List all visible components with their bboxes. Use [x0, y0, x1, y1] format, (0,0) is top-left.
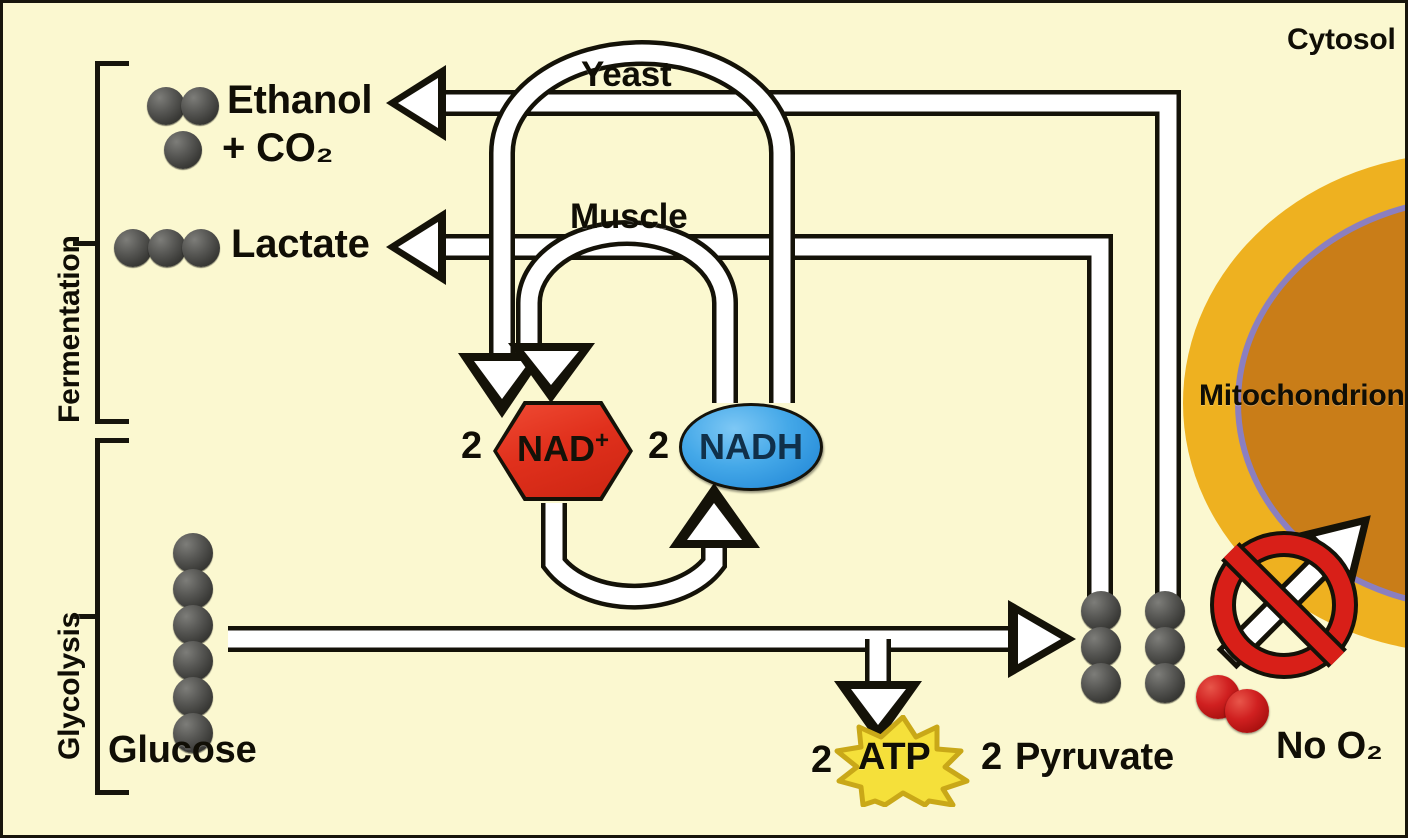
pyruvate-1-carbon-2	[1081, 627, 1121, 667]
nad-plus-text: NAD	[516, 428, 595, 469]
pyruvate-label: Pyruvate	[1015, 736, 1174, 778]
nad-plus-label: NAD+	[493, 429, 633, 467]
glycolysis-label: Glycolysis	[53, 611, 86, 760]
yeast-nadh-arch-arrow	[458, 40, 795, 418]
lactate-carbon-1	[114, 229, 152, 267]
oxygen-atom-2	[1225, 689, 1269, 733]
nad-cycle-arrow	[541, 483, 760, 610]
co2-label: + CO₂	[222, 126, 334, 170]
ethanol-carbon-2	[181, 87, 219, 125]
ethanol-label: Ethanol	[227, 78, 373, 122]
cytosol-label: Cytosol	[1287, 23, 1396, 56]
glucose-carbon-1	[173, 533, 213, 573]
atp-burst-shape	[834, 715, 970, 807]
lactate-label: Lactate	[231, 222, 370, 266]
bracket-glycolysis	[95, 438, 129, 795]
nadh-count: 2	[648, 425, 669, 467]
lactate-carbon-3	[182, 229, 220, 267]
yeast-return-arrow	[386, 65, 1181, 603]
muscle-nadh-arch-arrow	[508, 220, 738, 403]
glucose-carbon-3	[173, 605, 213, 645]
fermentation-label: Fermentation	[53, 235, 86, 423]
pyruvate-count: 2	[981, 736, 1002, 778]
muscle-label: Muscle	[570, 197, 688, 236]
nad-plus-superscript: +	[594, 427, 609, 454]
bracket-fermentation	[95, 61, 129, 424]
atp-count: 2	[811, 739, 832, 781]
yeast-label: Yeast	[581, 55, 672, 94]
glucose-carbon-2	[173, 569, 213, 609]
atp-branch-arrow	[834, 639, 922, 743]
glucose-carbon-4	[173, 641, 213, 681]
pyruvate-2-carbon-2	[1145, 627, 1185, 667]
diagram-artwork: .pipe-k{fill:none;stroke:#141208;stroke-…	[228, 40, 1405, 743]
pyruvate-1-carbon-1	[1081, 591, 1121, 631]
nadh-shape	[679, 403, 823, 491]
pyruvate-1-carbon-3	[1081, 663, 1121, 703]
atp-label: ATP	[858, 736, 931, 778]
glucose-label: Glucose	[108, 729, 257, 771]
glucose-carbon-6	[173, 713, 213, 753]
nadh-label: NADH	[699, 426, 803, 467]
bracket-fermentation-tick	[73, 241, 95, 246]
ethanol-carbon-1	[147, 87, 185, 125]
nad-plus-count: 2	[461, 425, 482, 467]
pyruvate-2-carbon-1	[1145, 591, 1185, 631]
co2-carbon-1	[164, 131, 202, 169]
pyruvate-2-carbon-3	[1145, 663, 1185, 703]
glycolysis-main-arrow	[228, 600, 1076, 678]
bracket-glycolysis-tick	[73, 614, 95, 619]
no-oxygen-label: No O₂	[1276, 725, 1383, 767]
blocked-transport-arrow	[1210, 515, 1371, 679]
nad-plus-shape	[497, 405, 629, 497]
lactate-carbon-2	[148, 229, 186, 267]
glucose-carbon-5	[173, 677, 213, 717]
mitochondrion-label: Mitochondrion	[1199, 379, 1405, 412]
